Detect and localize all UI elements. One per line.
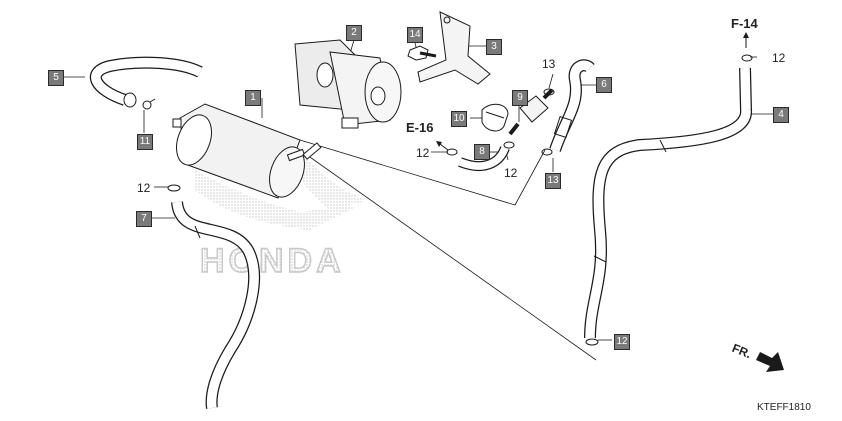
callout-9: 9 xyxy=(512,90,528,106)
clamp-10 xyxy=(481,103,509,132)
f14-arrowhead xyxy=(743,32,749,38)
callout-14: 14 xyxy=(407,27,423,43)
label-12-left: 12 xyxy=(137,181,151,195)
hose-5 xyxy=(90,56,203,108)
diagram-code: KTEFF1810 xyxy=(757,402,811,413)
bolt-14 xyxy=(407,45,437,61)
ref-e16: E-16 xyxy=(406,120,434,135)
callout-13: 13 xyxy=(545,173,561,189)
callout-6: 6 xyxy=(596,77,612,93)
label-12-e16: 12 xyxy=(416,146,430,160)
callout-10: 10 xyxy=(451,111,467,127)
hose-8 xyxy=(458,145,510,171)
hose-6 xyxy=(549,59,595,152)
leader-lines xyxy=(62,39,773,361)
callout-4: 4 xyxy=(773,107,789,123)
label-13-top: 13 xyxy=(542,57,556,71)
label-12-top-right: 12 xyxy=(772,51,786,65)
filter-9 xyxy=(508,88,554,136)
callout-2: 2 xyxy=(346,25,362,41)
hose-7 xyxy=(171,200,261,409)
callout-11: 11 xyxy=(137,134,153,150)
callout-5: 5 xyxy=(48,70,64,86)
clip-11 xyxy=(142,98,156,110)
callout-3: 3 xyxy=(486,39,502,55)
small-clips xyxy=(167,54,753,346)
hose-4 xyxy=(584,67,752,339)
e16-arrow xyxy=(439,143,449,151)
callout-8: 8 xyxy=(474,144,490,160)
bracket-assembly-2 xyxy=(294,39,402,129)
mounting-bracket-3 xyxy=(417,11,491,85)
ref-f14: F-14 xyxy=(731,16,758,31)
callout-7: 7 xyxy=(136,211,152,227)
canister-1 xyxy=(172,103,322,199)
label-12-hose8: 12 xyxy=(504,166,518,180)
callout-1: 1 xyxy=(245,90,261,106)
callout-12: 12 xyxy=(614,334,630,350)
watermark-text: HONDA xyxy=(200,242,345,280)
front-arrow-icon xyxy=(756,352,784,372)
honda-watermark: HONDA xyxy=(195,150,370,281)
e16-arrowhead xyxy=(436,141,442,147)
